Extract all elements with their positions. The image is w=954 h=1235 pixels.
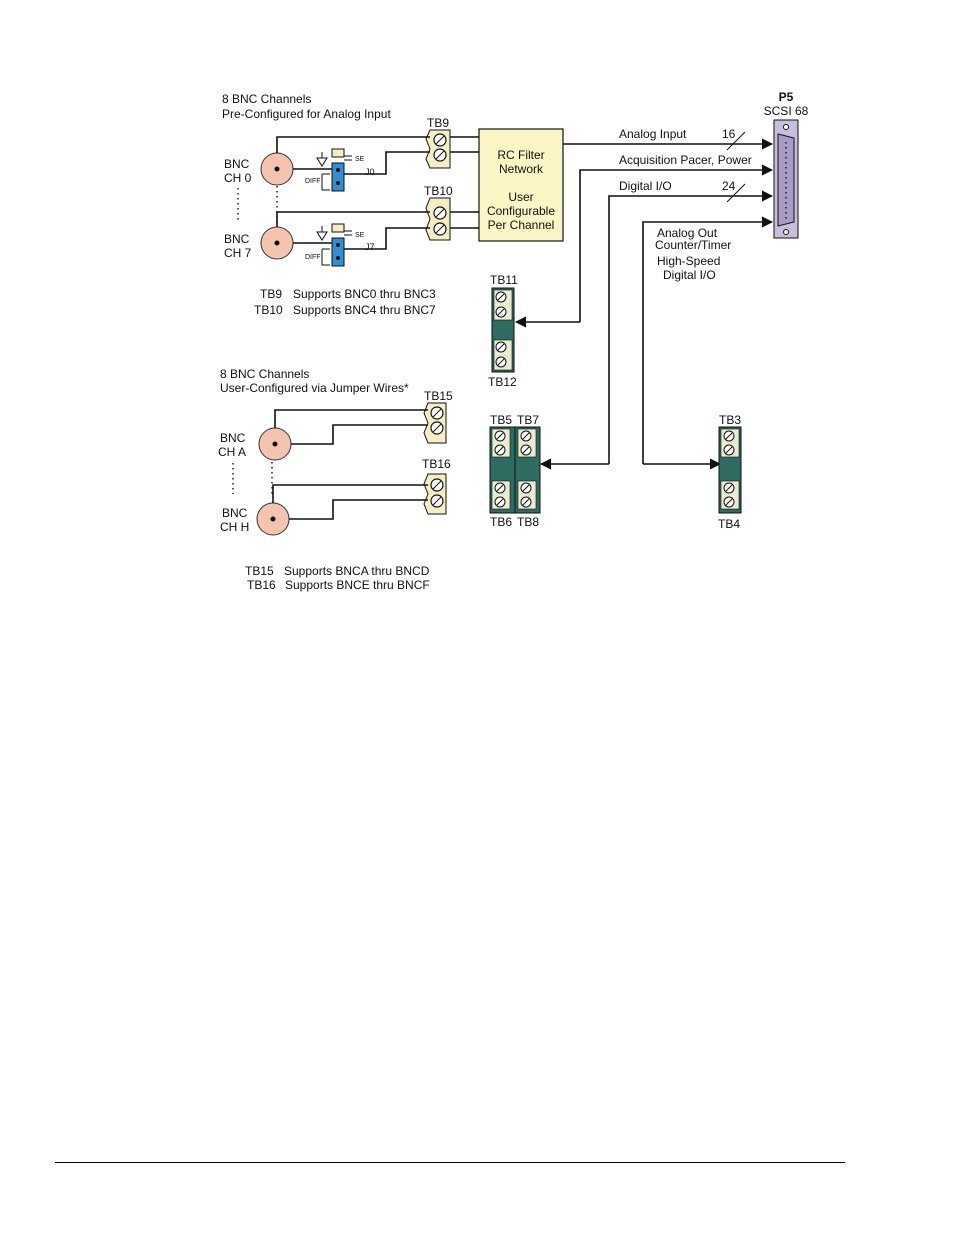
bnc-ch7-pin: [274, 240, 280, 246]
tb10-note: Supports BNC4 thru BNC7: [293, 303, 436, 317]
filter-line3: User: [508, 190, 533, 204]
top-title-line2: Pre-Configured for Analog Input: [222, 107, 391, 121]
tb16-note: Supports BNCE thru BNCF: [285, 578, 430, 592]
bnc-cha-connector: [258, 427, 292, 461]
tb15-note: Supports BNCA thru BNCD: [284, 564, 430, 578]
j0-se-label: SE: [355, 156, 365, 163]
wires-tb-to-filter: [450, 136, 479, 229]
analog-out-label-2: Counter/Timer: [655, 238, 731, 252]
tb16-note-id: TB16: [247, 578, 276, 592]
digital-io-count: 24: [722, 179, 736, 193]
jumper-j0-label: J0: [365, 167, 375, 177]
tb7-label: TB7: [517, 413, 539, 427]
tb12-label: TB12: [488, 375, 517, 389]
bnc-ch7-connector: [260, 226, 294, 260]
bnc-ch7-label-2: CH 7: [224, 246, 252, 260]
hs-label-1: High-Speed: [657, 254, 720, 268]
tb15-note-id: TB15: [245, 564, 274, 578]
wire-cha-ground: [291, 424, 428, 445]
bnc-ch0-connector: [260, 152, 294, 186]
bottom-section: 8 BNC Channels User-Configured via Jumpe…: [218, 367, 453, 592]
tb11-tb12-block: TB11 TB12: [488, 273, 518, 389]
tb10-terminal: [425, 197, 451, 241]
wire-ch7-signal: [276, 211, 430, 227]
bnc-ch0-label-1: BNC: [224, 157, 250, 171]
tb5-tb8-block: TB5 TB7 TB6 TB8: [489, 413, 541, 529]
filter-line4: Configurable: [487, 204, 555, 218]
analog-out-label-1: Analog Out: [657, 226, 718, 240]
wire-chh-ground: [289, 499, 428, 520]
wire-cha-signal: [274, 409, 428, 428]
tb3-tb4-block: TB3 TB4: [718, 413, 742, 531]
tb15-terminal: [423, 402, 447, 444]
j7-se-label: SE: [355, 232, 365, 239]
p5-connector: P5 SCSI 68: [764, 90, 809, 239]
bottom-title-line1: 8 BNC Channels: [220, 367, 309, 381]
tb8-label: TB8: [517, 515, 539, 529]
top-section: 8 BNC Channels Pre-Configured for Analog…: [222, 92, 479, 317]
digital-io-line: [608, 190, 774, 464]
rc-filter-block: RC Filter Network User Configurable Per …: [478, 128, 564, 242]
bnc-chh-connector: [256, 502, 290, 536]
tb9-note: Supports BNC0 thru BNC3: [293, 287, 436, 301]
analog-input-bus-slash: [726, 131, 746, 151]
tb9-terminal: [425, 129, 451, 169]
wire-j0-to-tb9: [344, 151, 430, 175]
analog-out-line: [642, 216, 774, 464]
bnc-ch0-label-2: CH 0: [224, 171, 252, 185]
filter-line1: RC Filter: [497, 148, 544, 162]
bnc-cha-label-1: BNC: [220, 431, 246, 445]
jumper-j0: [316, 148, 352, 192]
acq-pacer-line: [579, 164, 774, 322]
wire-chh-signal: [272, 484, 428, 503]
bnc-ch7-label-1: BNC: [224, 232, 250, 246]
hs-label-2: Digital I/O: [663, 268, 716, 282]
j0-diff-label: DIFF: [305, 178, 321, 185]
tb4-label: TB4: [718, 517, 740, 531]
bottom-title-line2: User-Configured via Jumper Wires*: [220, 381, 409, 395]
connector-type: SCSI 68: [764, 104, 809, 118]
tb11-label: TB11: [490, 273, 518, 287]
jumper-j7: [316, 223, 352, 267]
footer-rule: [55, 1162, 845, 1163]
filter-line2: Network: [499, 162, 544, 176]
bnc-chh-label-1: BNC: [222, 506, 248, 520]
rc-filter-box: [478, 128, 564, 242]
tb6-label: TB6: [490, 515, 512, 529]
tb9-label: TB9: [427, 116, 449, 130]
jumper-j7-label: J7: [365, 242, 375, 252]
analog-input-label: Analog Input: [619, 127, 687, 141]
top-title-line1: 8 BNC Channels: [222, 92, 311, 106]
tb10-note-id: TB10: [254, 303, 283, 317]
digital-io-label: Digital I/O: [619, 179, 672, 193]
digital-io-bus-slash: [726, 183, 746, 203]
tb15-label: TB15: [424, 389, 453, 403]
tb16-label: TB16: [422, 457, 451, 471]
tb10-label: TB10: [424, 184, 453, 198]
bnc-cha-label-2: CH A: [218, 445, 246, 459]
connector-name: P5: [779, 90, 794, 104]
bnc-chh-label-2: CH H: [220, 520, 249, 534]
analog-input-count: 16: [722, 127, 736, 141]
filter-line5: Per Channel: [488, 218, 555, 232]
wire-j7-to-tb10: [344, 227, 430, 250]
acq-pacer-label: Acquisition Pacer, Power: [619, 153, 752, 167]
wire-ch0-signal: [276, 136, 430, 153]
signal-lines: Analog Input 16 Acquisition Pacer, Power…: [514, 127, 774, 470]
tb9-note-id: TB9: [260, 287, 282, 301]
bnc-ch0-pin: [274, 166, 280, 172]
tb16-terminal: [423, 473, 447, 515]
tb5-label: TB5: [490, 413, 512, 427]
tb3-label: TB3: [719, 413, 741, 427]
j7-diff-label: DIFF: [305, 254, 321, 261]
